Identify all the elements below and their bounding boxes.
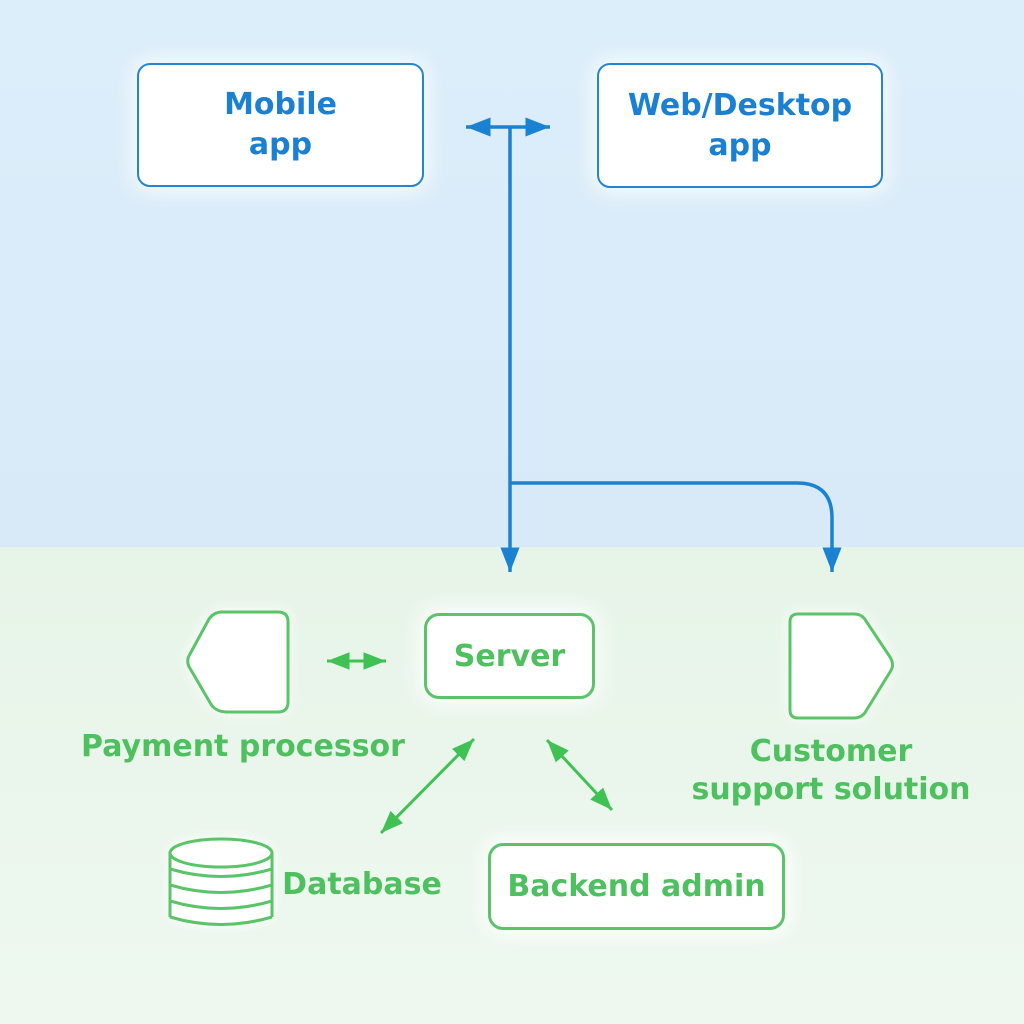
mobile-app-label: Mobile app — [224, 85, 337, 165]
customer-support-label: Customer support solution — [691, 733, 970, 809]
database-icon — [168, 837, 274, 926]
node-web-desktop-app: Web/Desktop app — [597, 63, 883, 188]
edge-server-database — [379, 737, 476, 835]
web-desktop-app-label: Web/Desktop app — [628, 86, 852, 166]
payment-processor-label: Payment processor — [81, 728, 405, 766]
web-desktop-app-label-line2: app — [708, 127, 772, 163]
payment-processor-label-text: Payment processor — [81, 729, 405, 764]
node-backend-admin: Backend admin — [488, 843, 785, 930]
customer-support-shape — [788, 612, 894, 720]
database-label-text: Database — [282, 867, 442, 902]
node-mobile-app: Mobile app — [137, 63, 424, 187]
server-label: Server — [453, 638, 566, 674]
payment-processor-shape — [186, 610, 290, 714]
database-label: Database — [282, 866, 442, 904]
edge-server-backend-admin — [545, 738, 614, 812]
mobile-app-label-line2: app — [248, 127, 313, 162]
backend-admin-label: Backend admin — [507, 869, 766, 904]
mobile-app-label-line1: Mobile — [224, 87, 337, 122]
node-server: Server — [424, 613, 595, 699]
edge-apps-customer-support — [510, 481, 842, 572]
web-desktop-app-label-line1: Web/Desktop — [627, 87, 853, 123]
customer-support-label-line1: Customer — [749, 734, 913, 769]
customer-support-label-line2: support solution — [691, 772, 971, 807]
